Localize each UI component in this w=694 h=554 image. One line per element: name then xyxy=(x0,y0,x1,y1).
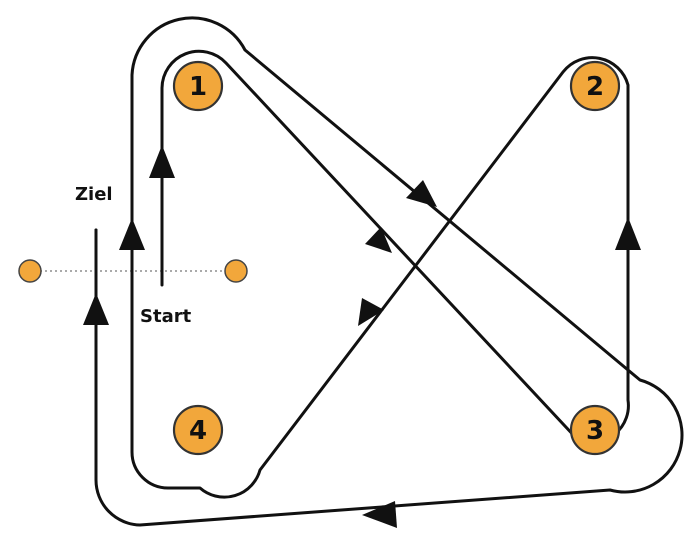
arrow-diagonal-1-to-3 xyxy=(365,227,392,253)
marker-1-circle xyxy=(172,60,224,112)
start-finish-gate xyxy=(18,259,248,283)
marker-2-label: 2 xyxy=(586,72,604,102)
arrow-left-bottom xyxy=(362,501,397,528)
arrow-diagonal-1-to-3-outer xyxy=(406,180,437,207)
direction-arrows xyxy=(83,145,641,528)
arrow-up-finish xyxy=(83,293,109,325)
marker-4-circle xyxy=(172,404,224,456)
marker-1: 1 xyxy=(172,60,224,112)
arrow-up-start xyxy=(149,145,175,178)
gate-left-dot xyxy=(18,259,42,283)
finish-label: Ziel xyxy=(75,184,113,205)
marker-2-circle xyxy=(569,60,621,112)
arrow-up-3-to-2 xyxy=(615,217,641,250)
marker-2: 2 xyxy=(569,60,621,112)
marker-3: 3 xyxy=(569,404,621,456)
marker-1-label: 1 xyxy=(189,72,207,102)
arrow-diagonal-2-to-4 xyxy=(358,298,384,326)
start-label: Start xyxy=(140,306,192,327)
marker-3-label: 3 xyxy=(586,416,604,446)
marker-4-label: 4 xyxy=(189,416,207,446)
gate-right-dot xyxy=(224,259,248,283)
arrow-up-4-to-1 xyxy=(119,218,145,250)
marker-3-circle xyxy=(569,404,621,456)
marker-4: 4 xyxy=(172,404,224,456)
